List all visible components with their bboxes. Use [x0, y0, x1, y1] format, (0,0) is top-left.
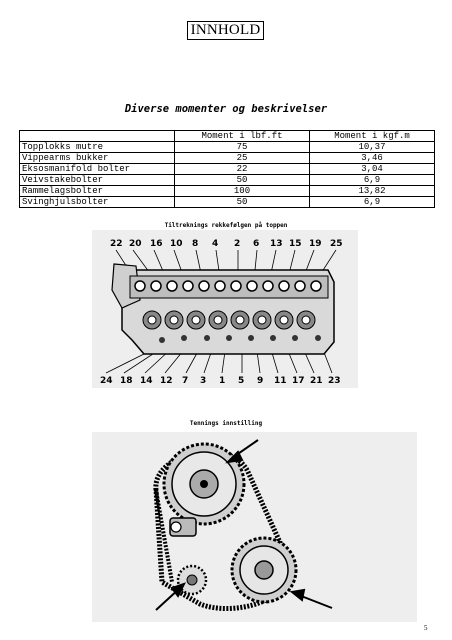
- bolt-label: 15: [289, 239, 302, 249]
- table-cell: 75: [174, 141, 310, 153]
- bolt-label: 9: [257, 376, 263, 386]
- cylinder-head-drawing: 22 20 16 10 8 4 2 6 13 15 19 25 24 18 14…: [100, 239, 343, 386]
- table-cell: 10,37: [309, 141, 435, 153]
- table-cell: Vippearms bukker: [19, 152, 175, 164]
- bolt-label: 8: [192, 239, 198, 249]
- bolt-label: 22: [110, 239, 123, 249]
- table-row: Rammelagsbolter 100 13,82: [19, 185, 435, 197]
- table-cell: 50: [174, 196, 310, 208]
- table-header-row: Moment i lbf.ft Moment i kgf.m: [19, 130, 435, 142]
- bolt-label: 7: [182, 376, 188, 386]
- bolt-label: 5: [238, 376, 244, 386]
- bolt-label: 21: [310, 376, 323, 386]
- figure2-caption: Tennings innstilling: [189, 420, 263, 427]
- table-cell: 100: [174, 185, 310, 197]
- table-cell: 13,82: [309, 185, 435, 197]
- table-row: Svinghjulsbolter 50 6,9: [19, 196, 435, 208]
- table-row: Veivstakebolter 50 6,9: [19, 174, 435, 186]
- figure1-caption: Tiltreknings rekkefølgen på toppen: [164, 222, 288, 229]
- table-header-cell: Moment i lbf.ft: [174, 130, 310, 142]
- table-cell: 3,04: [309, 163, 435, 175]
- bolt-label: 14: [140, 376, 153, 386]
- bolt-label: 23: [328, 376, 341, 386]
- table-cell: 50: [174, 174, 310, 186]
- bolt-label: 17: [292, 376, 305, 386]
- table-cell: Rammelagsbolter: [19, 185, 175, 197]
- bolt-label: 20: [129, 239, 142, 249]
- table-cell: 25: [174, 152, 310, 164]
- page-number: 5: [424, 624, 428, 632]
- bolt-label: 11: [274, 376, 287, 386]
- table-row: Eksosmanifold bolter 22 3,04: [19, 163, 435, 175]
- table-cell: 6,9: [309, 174, 435, 186]
- header-title: INNHOLD: [187, 21, 264, 40]
- table-cell: Eksosmanifold bolter: [19, 163, 175, 175]
- cylinder-head-figure: 22 20 16 10 8 4 2 6 13 15 19 25 24 18 14…: [92, 230, 358, 388]
- bolt-label: 16: [150, 239, 163, 249]
- table-cell: 22: [174, 163, 310, 175]
- bolt-label: 12: [160, 376, 173, 386]
- table-cell: 6,9: [309, 196, 435, 208]
- table-cell: 3,46: [309, 152, 435, 164]
- table-header-cell: Moment i kgf.m: [309, 130, 435, 142]
- table-header-cell: [19, 130, 175, 142]
- bolt-label: 1: [219, 376, 225, 386]
- timing-chain-figure: [92, 432, 417, 622]
- bolt-label: 4: [212, 239, 218, 249]
- bolt-label: 3: [200, 376, 206, 386]
- bolt-label: 18: [120, 376, 133, 386]
- table-row: Vippearms bukker 25 3,46: [19, 152, 435, 164]
- table-row: Topplokks mutre 75 10,37: [19, 141, 435, 153]
- bolt-label: 10: [170, 239, 183, 249]
- bolt-label: 24: [100, 376, 113, 386]
- section-title: Diverse momenter og beskrivelser: [124, 103, 328, 115]
- table-cell: Veivstakebolter: [19, 174, 175, 186]
- bolt-label: 2: [234, 239, 240, 249]
- bolt-label: 6: [253, 239, 259, 249]
- bolt-label: 13: [270, 239, 283, 249]
- torque-table: Moment i lbf.ft Moment i kgf.m Topplokks…: [19, 130, 435, 208]
- bolt-label: 19: [309, 239, 322, 249]
- timing-chain-drawing: [153, 439, 333, 612]
- table-cell: Topplokks mutre: [19, 141, 175, 153]
- table-cell: Svinghjulsbolter: [19, 196, 175, 208]
- bolt-label: 25: [330, 239, 343, 249]
